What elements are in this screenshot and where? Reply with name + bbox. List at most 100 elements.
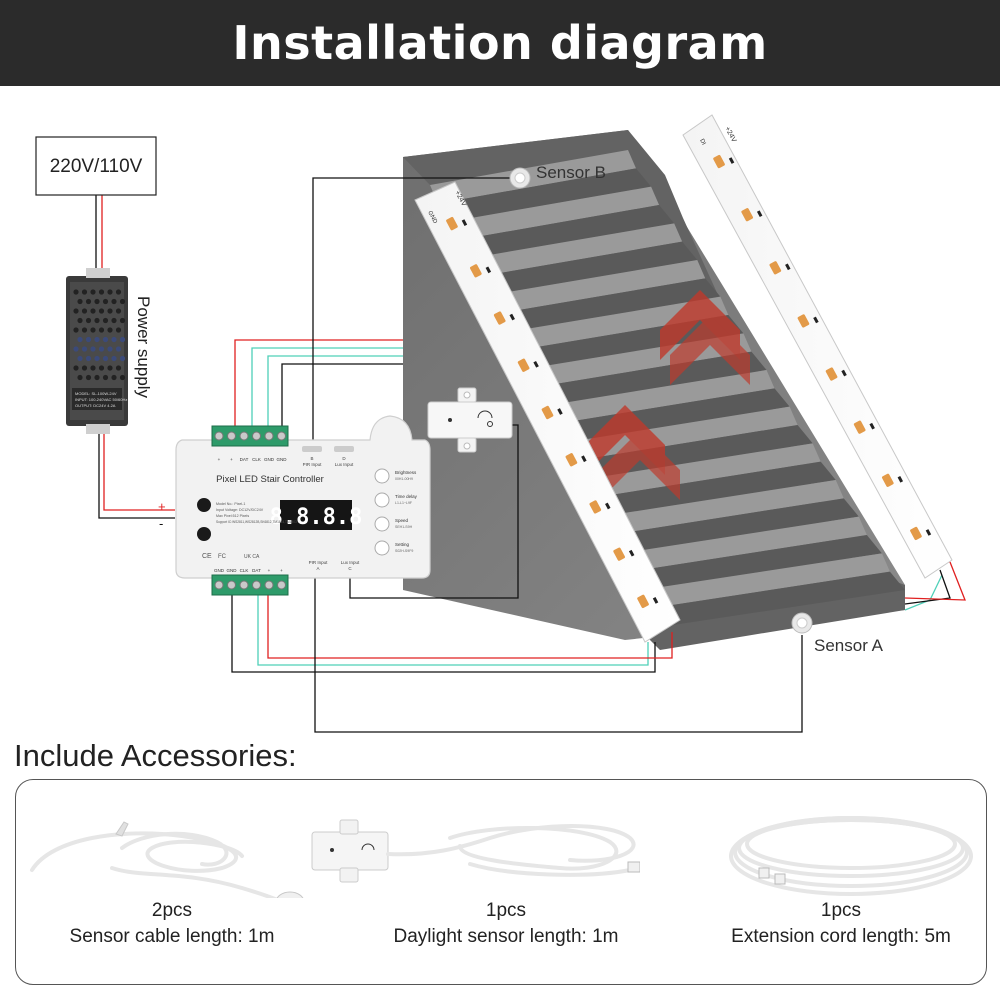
- accessories-box: 2pcs Sensor cable length: 1m 1pcs Daylig…: [15, 779, 987, 985]
- vent-hole: [77, 298, 83, 305]
- terminal-screw: [277, 580, 286, 590]
- button-label: Brightness: [395, 470, 417, 475]
- terminal-screw: [214, 580, 224, 590]
- seven-segment-display: 8.8.8.8: [270, 505, 363, 530]
- stair-tread: [465, 223, 683, 278]
- vent-hole: [81, 365, 88, 371]
- vent-hole: [98, 346, 105, 352]
- extension-cord-image: [729, 816, 973, 896]
- button-sublabel: 00H1-00H9: [395, 477, 413, 481]
- accessory-desc: Sensor cable length: 1m: [69, 926, 275, 947]
- controller-button-setting[interactable]: Setting S02H-S9F9: [374, 540, 413, 556]
- accessory-qty: 1pcs: [485, 900, 527, 921]
- vent-hole: [77, 374, 83, 381]
- strip-resistor: [533, 360, 539, 368]
- terminal-label: DAT: [252, 568, 261, 573]
- vent-hole: [107, 365, 113, 371]
- stair-riser: [613, 535, 882, 593]
- strip-resistor: [841, 369, 847, 377]
- vent-hole: [85, 336, 92, 343]
- vent-hole: [85, 298, 92, 305]
- vent-hole: [77, 317, 83, 324]
- psu-plate-text: INPUT: 100-240VAC 50/60Hz: [75, 397, 127, 402]
- terminal-screw: [227, 580, 236, 590]
- vent-hole: [115, 346, 122, 352]
- vent-hole: [111, 355, 117, 362]
- strip-di-mark: DI: [698, 138, 706, 146]
- wiring: [95, 177, 966, 733]
- vent-hole: [107, 289, 113, 295]
- accessory-qty: 2pcs: [151, 900, 193, 921]
- port-label: D: [342, 456, 346, 461]
- vent-hole: [98, 365, 105, 371]
- controller-button-speed[interactable]: Speed SEH1-S9H: [374, 516, 413, 532]
- stair-tread: [535, 370, 775, 427]
- terminal-label: DAT: [240, 457, 249, 462]
- vent-hole: [102, 317, 109, 324]
- stair-tread: [482, 260, 706, 315]
- strip-resistor: [461, 219, 468, 226]
- strip-chip: [797, 314, 810, 328]
- vent-hole: [115, 327, 122, 333]
- plus-terminal-sign: +: [158, 499, 166, 514]
- port-label: A: [316, 566, 319, 571]
- strip-chip: [589, 500, 602, 514]
- terminal-label: GND: [227, 568, 238, 573]
- port-label: PIR Input: [303, 462, 323, 467]
- strip-chip: [613, 547, 625, 561]
- strip-chip: [565, 453, 578, 467]
- strip-chip: [769, 261, 782, 275]
- mains-voltage-box: 220V/110V: [35, 136, 157, 196]
- strip-chips-left: [446, 216, 659, 609]
- vent-hole: [102, 355, 109, 362]
- sensor-a-label: Sensor A: [814, 636, 884, 655]
- strip-chip: [493, 311, 506, 325]
- button-label: Setting: [395, 542, 410, 547]
- strip-chip: [853, 420, 866, 434]
- vent-hole: [111, 298, 117, 305]
- terminal-screw: [252, 580, 261, 590]
- terminal-label: +: [230, 457, 233, 462]
- vent-hole: [81, 346, 88, 352]
- vent-hole: [119, 355, 126, 362]
- spec-text: Model No.: Pixel-1: [216, 502, 245, 506]
- terminal-screw: [252, 431, 261, 441]
- stair-tread: [500, 296, 729, 352]
- terminal-label: GND: [214, 568, 225, 573]
- vent-hole: [90, 365, 96, 371]
- stair-riser: [455, 205, 675, 260]
- vent-hole: [81, 327, 88, 333]
- vent-hole: [85, 374, 92, 381]
- cert-mark: FC: [218, 554, 227, 560]
- psu-vent-holes: [73, 289, 126, 381]
- strip-chip: [517, 358, 530, 372]
- controller-button-time-delay[interactable]: Time delay L1-L1~L9F: [374, 492, 418, 508]
- stair-riser: [438, 168, 652, 223]
- terminal-label: CLK: [252, 457, 261, 462]
- button-label: Time delay: [395, 494, 418, 499]
- vent-hole: [98, 289, 105, 295]
- port-label: C: [348, 566, 352, 571]
- button-sublabel: L1-L1~L9F: [395, 501, 412, 505]
- terminal-screw: [227, 431, 236, 441]
- minus-terminal-sign: -: [159, 516, 163, 531]
- accessory-daylight-sensor: 1pcs Daylight sensor length: 1m: [311, 780, 666, 984]
- vent-hole: [98, 327, 105, 333]
- terminal-label: CLK: [240, 568, 249, 573]
- terminal-label: +: [280, 568, 283, 573]
- sun-icon: [487, 421, 493, 427]
- strip-resistor: [581, 455, 587, 463]
- title-bar: Installation diagram: [0, 0, 1000, 86]
- vent-hole: [102, 374, 109, 381]
- vent-hole: [90, 327, 96, 333]
- stair-tread: [587, 480, 844, 538]
- terminal-screw: [277, 431, 286, 441]
- vent-hole: [119, 317, 126, 324]
- accessory-extension-cord: 1pcs Extension cord length: 5m: [681, 780, 1000, 984]
- accessory-sensor-cable: 2pcs Sensor cable length: 1m: [12, 780, 332, 984]
- strip-resistor: [869, 422, 875, 430]
- stair-riser: [578, 461, 836, 519]
- stair-tread: [447, 186, 660, 241]
- direction-arrow-upper: [660, 290, 750, 385]
- controller-button-brightness[interactable]: Brightness 00H1-00H9: [374, 468, 417, 484]
